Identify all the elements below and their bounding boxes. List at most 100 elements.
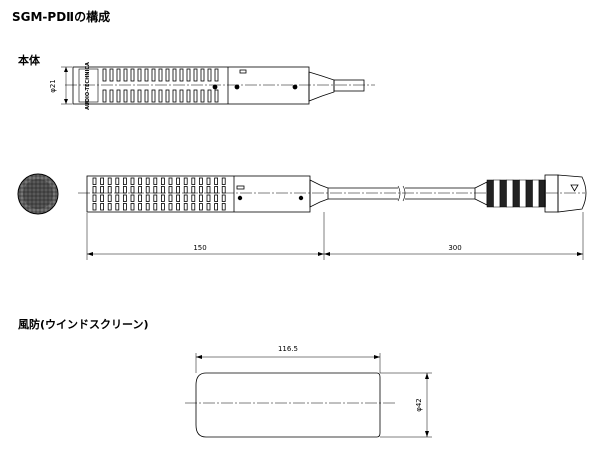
vent-slot <box>186 89 191 103</box>
vent-slot <box>138 203 143 211</box>
vent-slot <box>191 186 196 194</box>
vent-slot <box>176 194 181 202</box>
vent-slot <box>191 194 196 202</box>
dim-body-diameter: φ21 <box>49 79 57 93</box>
vent-slot <box>116 68 121 82</box>
vent-slot <box>100 194 104 202</box>
grip-rib <box>493 179 501 208</box>
grip-rib <box>512 179 520 208</box>
vent-slot <box>221 203 226 211</box>
vent-slot <box>115 186 120 194</box>
vent-slot <box>92 203 97 211</box>
vent-slot <box>191 203 196 211</box>
vent-slot <box>145 177 150 185</box>
mic-top-view <box>61 66 375 105</box>
vent-slot <box>186 68 191 82</box>
grip-rib <box>532 179 540 208</box>
vent-slot <box>206 194 211 202</box>
vent-slot <box>191 177 196 185</box>
vent-slot <box>145 194 150 202</box>
vent-slot <box>158 68 163 82</box>
vent-slot <box>193 68 198 82</box>
vent-slot <box>176 186 181 194</box>
vent-slot <box>153 186 158 194</box>
vent-slot <box>168 203 173 211</box>
section-label-windscreen: 風防(ウインドスクリーン) <box>18 318 149 331</box>
grip-rib <box>538 179 546 208</box>
vent-slot <box>176 177 181 185</box>
vent-slot <box>100 203 104 211</box>
vent-slot <box>100 177 104 185</box>
vent-slot <box>109 68 114 82</box>
vent-slot <box>145 203 150 211</box>
vent-slot <box>200 68 205 82</box>
vent-slot <box>138 194 143 202</box>
grip-rib <box>499 179 507 208</box>
vent-slot <box>123 186 127 194</box>
vent-slot <box>92 186 97 194</box>
vent-slot <box>130 177 135 185</box>
vent-slot <box>198 194 203 202</box>
vent-slot <box>198 203 203 211</box>
vent-slot <box>151 89 156 103</box>
mic-body-outline <box>72 66 310 105</box>
vent-slot <box>179 68 184 82</box>
vent-slot <box>200 89 205 103</box>
vent-slot <box>165 68 170 82</box>
vent-slot <box>107 203 112 211</box>
vent-slot <box>158 89 163 103</box>
vent-slot <box>107 194 112 202</box>
grip-rib <box>525 179 533 208</box>
vent-slot <box>207 89 212 103</box>
xlr-connector-grip <box>486 179 546 208</box>
vent-slot <box>123 203 127 211</box>
vent-slot <box>145 186 150 194</box>
vent-slot <box>160 177 165 185</box>
vent-slot <box>153 194 158 202</box>
vent-slot <box>179 89 184 103</box>
mic-side-view <box>78 174 587 260</box>
dim-screen-length: 116.5 <box>278 345 298 353</box>
brand-logo-text: AUDIO-TECHNICA <box>85 62 91 110</box>
vent-slot <box>160 203 165 211</box>
vent-slot <box>102 89 107 103</box>
vent-slot <box>92 177 97 185</box>
windscreen-outline <box>195 372 381 438</box>
vent-slot <box>183 194 188 202</box>
grip-rib <box>486 179 494 208</box>
vent-slot <box>168 194 173 202</box>
mic-body-outline <box>86 175 311 213</box>
vent-slot <box>153 177 158 185</box>
vent-slot <box>115 203 120 211</box>
vent-slot <box>137 68 142 82</box>
vent-slot <box>123 194 127 202</box>
mic-vent-slots <box>102 68 219 103</box>
grip-rib <box>506 179 514 208</box>
vent-slot <box>183 186 188 194</box>
vent-slot <box>144 89 149 103</box>
vent-slot <box>130 186 135 194</box>
vent-slot <box>172 68 177 82</box>
vent-slot <box>138 177 143 185</box>
vent-slot <box>214 194 219 202</box>
vent-slot <box>137 89 142 103</box>
vent-slot <box>183 177 188 185</box>
vent-slot <box>130 203 135 211</box>
vent-slot <box>130 89 135 103</box>
screw <box>234 84 240 90</box>
vent-slot <box>115 194 120 202</box>
vent-slot <box>214 186 219 194</box>
vent-slot <box>100 186 104 194</box>
vent-slot <box>123 68 128 82</box>
vent-slot <box>115 177 120 185</box>
vent-slot <box>130 68 135 82</box>
section-label-body: 本体 <box>18 54 40 67</box>
vent-slot <box>176 203 181 211</box>
vent-slot <box>206 203 211 211</box>
vent-slot <box>116 89 121 103</box>
vent-slot <box>214 89 219 103</box>
vent-slot <box>107 186 112 194</box>
vent-slot <box>198 186 203 194</box>
vent-slot <box>214 68 219 82</box>
